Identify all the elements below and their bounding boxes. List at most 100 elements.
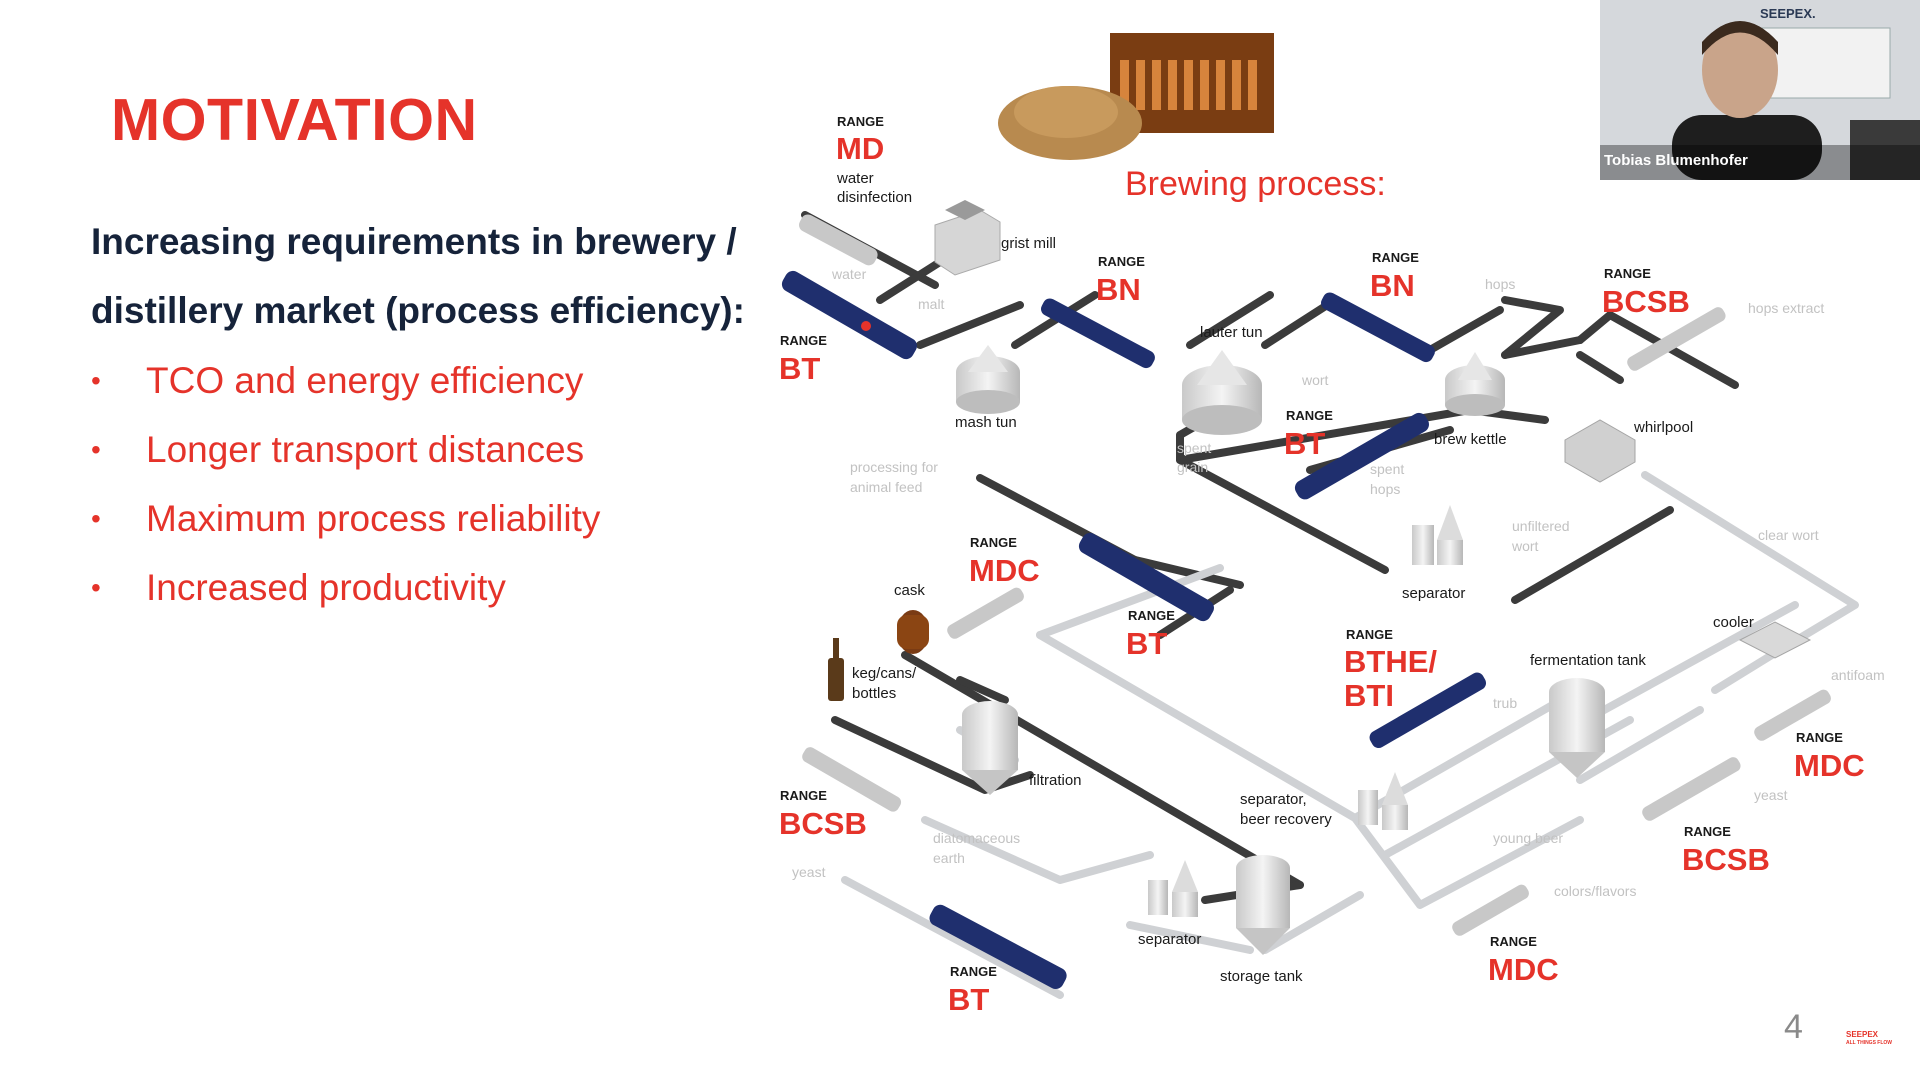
label-mash-tun: mash tun (955, 414, 1017, 431)
cask-icon (897, 610, 929, 654)
range-code-bthe: BTHE/ (1344, 644, 1437, 679)
bullet-item: •Increased productivity (91, 553, 600, 622)
equipment-labels: water disinfection grist mill mash tun l… (836, 170, 1754, 985)
pump-bcsb-2-icon (1642, 757, 1741, 821)
flow-malt: malt (918, 296, 945, 312)
flow-unfiltered-wort: unfiltered (1512, 518, 1570, 534)
flow-spent-grain: grain (1177, 459, 1208, 475)
range-word: RANGE (1128, 608, 1175, 623)
flow-unfiltered-wort: wort (1511, 538, 1539, 554)
range-code-md: MD (836, 131, 884, 166)
flow-animal-feed: processing for (850, 459, 938, 475)
background-chair-icon (1850, 120, 1920, 180)
separator-2-icon (1148, 860, 1198, 917)
presenter-body-icon (1672, 115, 1822, 180)
range-word: RANGE (970, 535, 1017, 550)
label-brew-kettle: brew kettle (1434, 431, 1507, 448)
label-keg-cans-bottles: keg/cans/ (852, 665, 917, 682)
range-code-bcsb-1: BCSB (1602, 284, 1690, 319)
range-word: RANGE (1490, 934, 1537, 949)
page-number: 4 (1784, 1008, 1803, 1046)
slide-title: MOTIVATION (111, 87, 478, 153)
pump-bt-2-icon (1294, 412, 1429, 500)
label-water-disinfection: disinfection (837, 189, 912, 206)
range-word: RANGE (837, 114, 884, 129)
range-code-mdc-2: MDC (1794, 748, 1865, 783)
flow-labels: water malt hops hops extract wort spent … (792, 266, 1885, 899)
range-word: RANGE (780, 788, 827, 803)
range-word: RANGE (1604, 266, 1651, 281)
bullet-icon: • (91, 572, 101, 603)
brew-kettle-icon (1445, 352, 1505, 416)
pump-bthe-icon (1369, 672, 1487, 749)
bullet-item: • Maximum process reliability (91, 484, 600, 553)
bullet-text: Maximum process reliability (146, 498, 601, 539)
participant-name: Tobias Blumenhofer (1604, 152, 1748, 169)
bullet-item: •Longer transport distances (91, 415, 600, 484)
range-word: RANGE (780, 333, 827, 348)
bullet-item: •TCO and energy efficiency (91, 346, 600, 415)
flow-animal-feed: animal feed (850, 479, 922, 495)
label-filtration: filtration (1029, 772, 1082, 789)
pump-bt-1-icon (781, 270, 917, 360)
flow-spent-hops: hops (1370, 481, 1400, 497)
pump-bt-4-icon (929, 904, 1067, 990)
range-code-mdc-3: MDC (1488, 952, 1559, 987)
flow-diatomaceous-earth: earth (933, 850, 965, 866)
flow-hops: hops (1485, 276, 1515, 292)
bullet-list: •TCO and energy efficiency •Longer trans… (91, 346, 600, 622)
range-word: RANGE (1286, 408, 1333, 423)
flow-colors-flavors: colors/flavors (1554, 883, 1636, 899)
separator-icon (1412, 505, 1463, 565)
label-water-disinfection: water (836, 170, 874, 187)
light-pipes (841, 471, 1859, 999)
range-word: RANGE (1098, 254, 1145, 269)
range-code-bt-2: BT (1284, 426, 1325, 461)
pump-mdc-1-icon (947, 587, 1024, 639)
bullet-icon: • (91, 434, 101, 465)
range-word: RANGE (1372, 250, 1419, 265)
presenter-camera-feed (1600, 0, 1920, 180)
label-keg-cans-bottles: bottles (852, 685, 896, 702)
range-code-bn-1: BN (1096, 272, 1141, 307)
storage-tank-icon (1236, 855, 1290, 955)
flow-young-beer: young beer (1493, 830, 1563, 846)
label-storage-tank: storage tank (1220, 968, 1303, 985)
range-code-bt-4: BT (948, 982, 989, 1017)
flow-spent-hops: spent (1370, 461, 1404, 477)
whirlpool-icon (1564, 419, 1636, 483)
flow-wort: wort (1301, 372, 1329, 388)
fermentation-tank-icon (1549, 678, 1605, 778)
footer-logo-subtext: ALL THINGS FLOW (1846, 1040, 1893, 1046)
flow-diatomaceous-earth: diatomaceous (933, 830, 1020, 846)
range-code-bcsb-3: BCSB (779, 806, 867, 841)
range-code-bt-1: BT (779, 351, 820, 386)
footer-logo: SEEPEX ALL THINGS FLOW (1846, 1030, 1892, 1048)
label-lauter-tun: lauter tun (1200, 324, 1263, 341)
pump-mdc-2-icon (1754, 689, 1831, 741)
lauter-tun-icon (1182, 350, 1262, 435)
label-cask: cask (894, 582, 925, 599)
filtration-icon (962, 701, 1018, 795)
flow-clear-wort: clear wort (1758, 527, 1819, 543)
presenter-video-tile[interactable]: SEEPEX. Tobias Blumenhofer (1600, 0, 1920, 180)
video-brand-sign: SEEPEX. (1760, 6, 1816, 21)
heading-line-2: distillery market (process efficiency): (91, 290, 745, 331)
range-word: RANGE (1346, 627, 1393, 642)
bullet-icon: • (91, 365, 101, 396)
flow-hops-extract: hops extract (1748, 300, 1824, 316)
pump-bcsb-1-icon (1627, 307, 1726, 371)
bullet-icon: • (91, 503, 101, 534)
bottle-icon (828, 638, 844, 701)
pump-icons (781, 214, 1831, 990)
range-code-mdc-1: MDC (969, 553, 1040, 588)
beer-recovery-separator-icon (1358, 772, 1408, 830)
pump-water-disinfection-icon (799, 214, 878, 266)
flow-yeast-2: yeast (792, 864, 826, 880)
pump-bn-2-icon (1321, 292, 1435, 363)
range-word: RANGE (1796, 730, 1843, 745)
range-code-bti: BTI (1344, 678, 1394, 713)
equipment-icons (828, 200, 1812, 955)
flow-water: water (831, 266, 867, 282)
